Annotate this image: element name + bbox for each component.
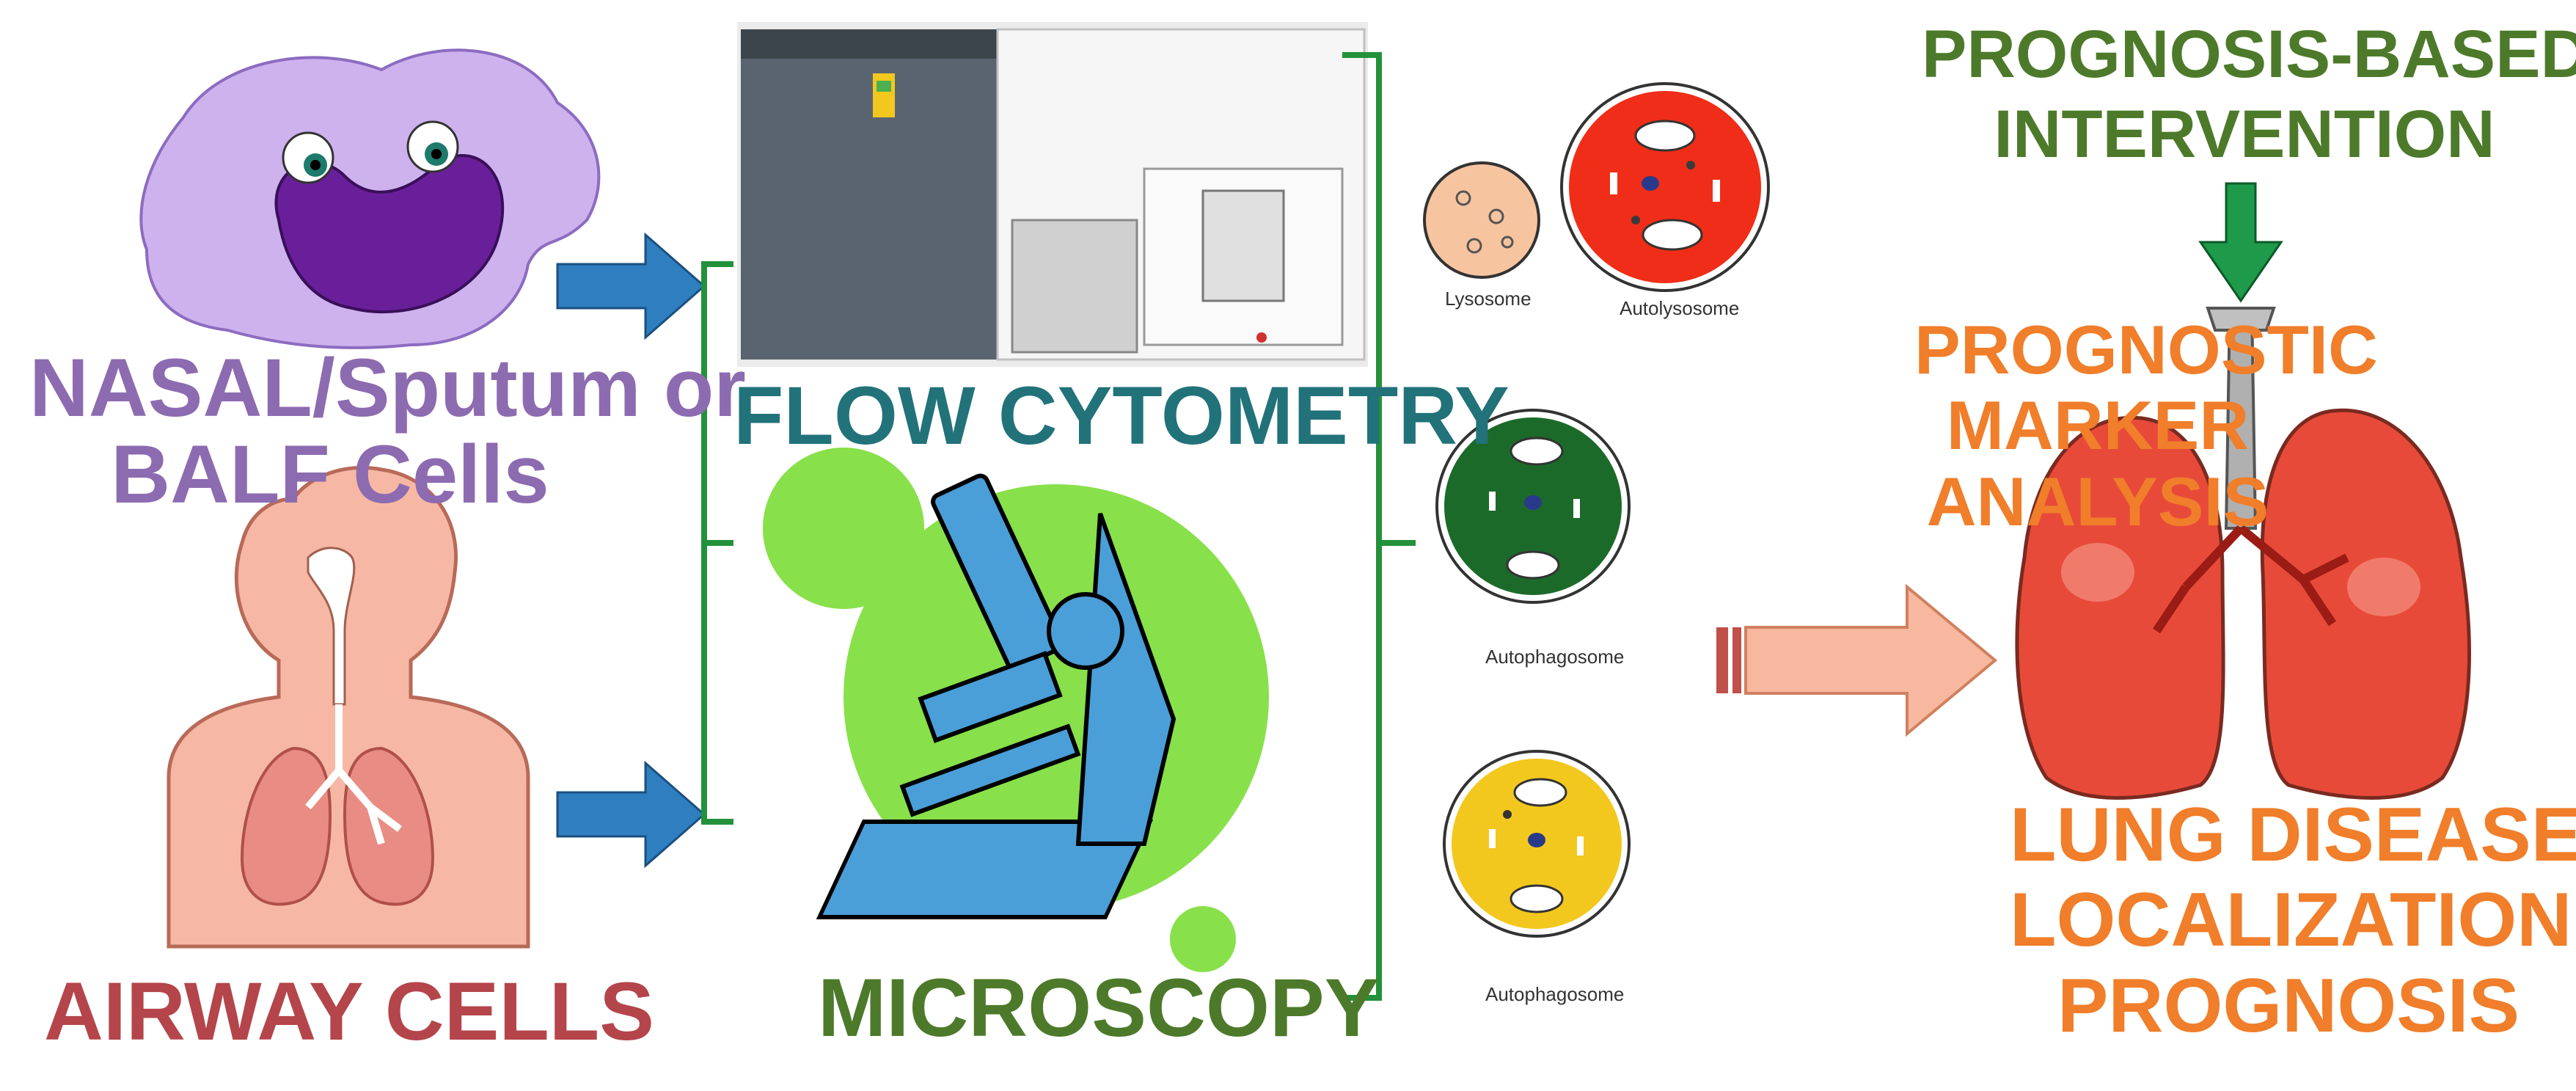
macrophage-cell-icon (139, 48, 601, 349)
microscopy-label: MICROSCOPY (818, 962, 1380, 1054)
autophagosome-caption: Autophagosome (1485, 983, 1625, 1005)
intervention-arrow (2198, 182, 2283, 303)
right-bracket (1342, 52, 1416, 1001)
prognosis-based-intervention-label: PROGNOSIS-BASED INTERVENTION (1922, 17, 2576, 172)
arrow-cells-to-analysis-top (556, 232, 706, 340)
flow-cytometry-label: FLOW CYTOMETRY (733, 370, 1510, 461)
airway-cells-label: AIRWAY CELLS (44, 966, 654, 1057)
left-bracket (701, 261, 733, 825)
microscope-icon (763, 448, 1269, 972)
arrow-to-lungs (1716, 583, 1998, 737)
prognostic-marker-analysis-label: PROGNOSTIC MARKER ANALYSIS (1914, 311, 2378, 540)
arrow-cells-to-analysis-bottom (556, 760, 706, 869)
autophagosome-icon (1443, 750, 1631, 938)
autophagosome-caption: Autophagosome (1485, 646, 1625, 668)
lungs-icon (2015, 307, 2471, 800)
flow-cytometer-icon (737, 22, 1368, 367)
human-torso-airway-icon (167, 465, 530, 949)
autolysosome-icon (1560, 82, 1770, 292)
lung-disease-localization-label: LUNG DISEASE LOCALIZATION & PROGNOSIS (2010, 792, 2576, 1048)
autolysosome-caption: Autolysosome (1620, 297, 1740, 319)
lysosome-caption: Lysosome (1445, 288, 1532, 310)
autophagosome-icon (1435, 409, 1631, 604)
nasal-sputum-balf-label: NASAL/Sputum or BALF Cells (29, 342, 746, 520)
lysosome-icon (1423, 161, 1540, 279)
